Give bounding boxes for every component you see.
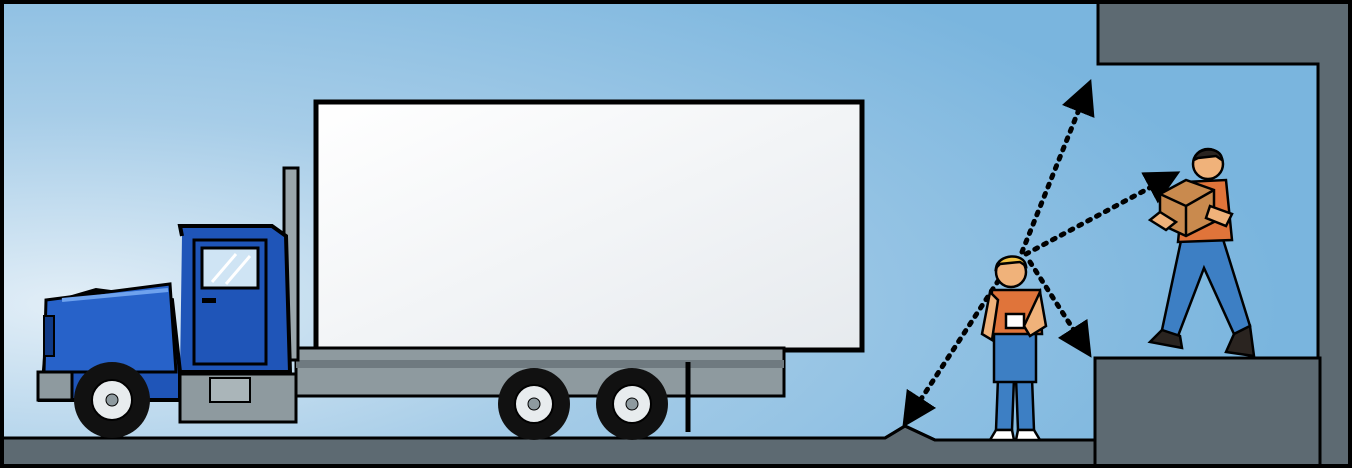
front-bumper: [38, 372, 72, 400]
dock-platform: [1095, 358, 1320, 466]
front-wheel: [74, 362, 150, 438]
cab-window: [202, 248, 258, 288]
rear-wheel-1: [498, 368, 570, 440]
clipboard-icon: [1006, 314, 1024, 328]
chassis-rail: [296, 360, 784, 368]
cargo-box: [316, 102, 862, 350]
rear-wheel-2: [596, 368, 668, 440]
